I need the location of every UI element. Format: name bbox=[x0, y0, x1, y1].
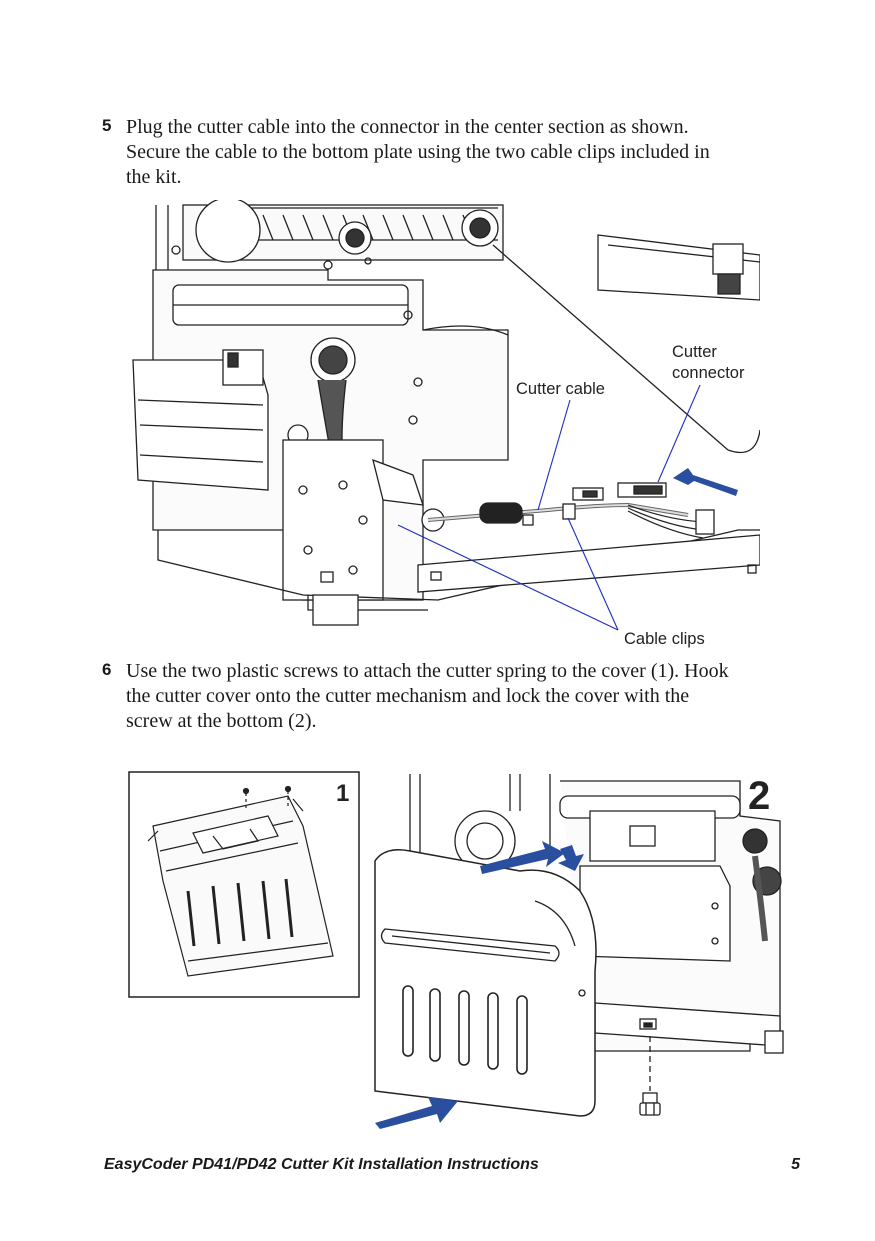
main-number-label: 2 bbox=[748, 774, 770, 818]
insert-arrow bbox=[673, 468, 738, 496]
document-title: EasyCoder PD41/PD42 Cutter Kit Installat… bbox=[104, 1156, 539, 1173]
step-text-line: Use the two plastic screws to attach the… bbox=[126, 660, 729, 682]
cutter-cable-label: Cutter cable bbox=[516, 380, 605, 398]
step-text-line: screw at the bottom (2). bbox=[126, 710, 317, 732]
slide-arrow bbox=[480, 841, 565, 874]
step-text-line: Plug the cutter cable into the connector… bbox=[126, 116, 689, 138]
cutter-connector-label: connector bbox=[672, 364, 745, 382]
step-instructions: Plug the cutter cable into the connector… bbox=[126, 115, 806, 190]
down-arrow bbox=[558, 845, 584, 871]
cutter-connector-label: Cutter bbox=[672, 343, 717, 361]
page-number: 5 bbox=[791, 1156, 800, 1173]
cutter-cover-illustration: 2 bbox=[374, 774, 784, 1129]
cutter-cable-illustration: Cutter cable Cutter connector Cable clip… bbox=[132, 200, 760, 648]
page-footer: EasyCoder PD41/PD42 Cutter Kit Installat… bbox=[104, 1156, 800, 1180]
step-number: 5 bbox=[102, 116, 112, 135]
step-number: 6 bbox=[102, 660, 112, 679]
step-instructions: Use the two plastic screws to attach the… bbox=[126, 659, 806, 734]
inset-number-label: 1 bbox=[336, 780, 349, 807]
step-text-line: the cutter cover onto the cutter mechani… bbox=[126, 685, 690, 707]
cutter-spring-inset: 1 bbox=[128, 771, 360, 998]
cable-clips-label: Cable clips bbox=[624, 630, 705, 648]
step-text-line: the kit. bbox=[126, 166, 182, 188]
push-arrow bbox=[375, 1097, 458, 1129]
step-text-line: Secure the cable to the bottom plate usi… bbox=[126, 141, 710, 163]
